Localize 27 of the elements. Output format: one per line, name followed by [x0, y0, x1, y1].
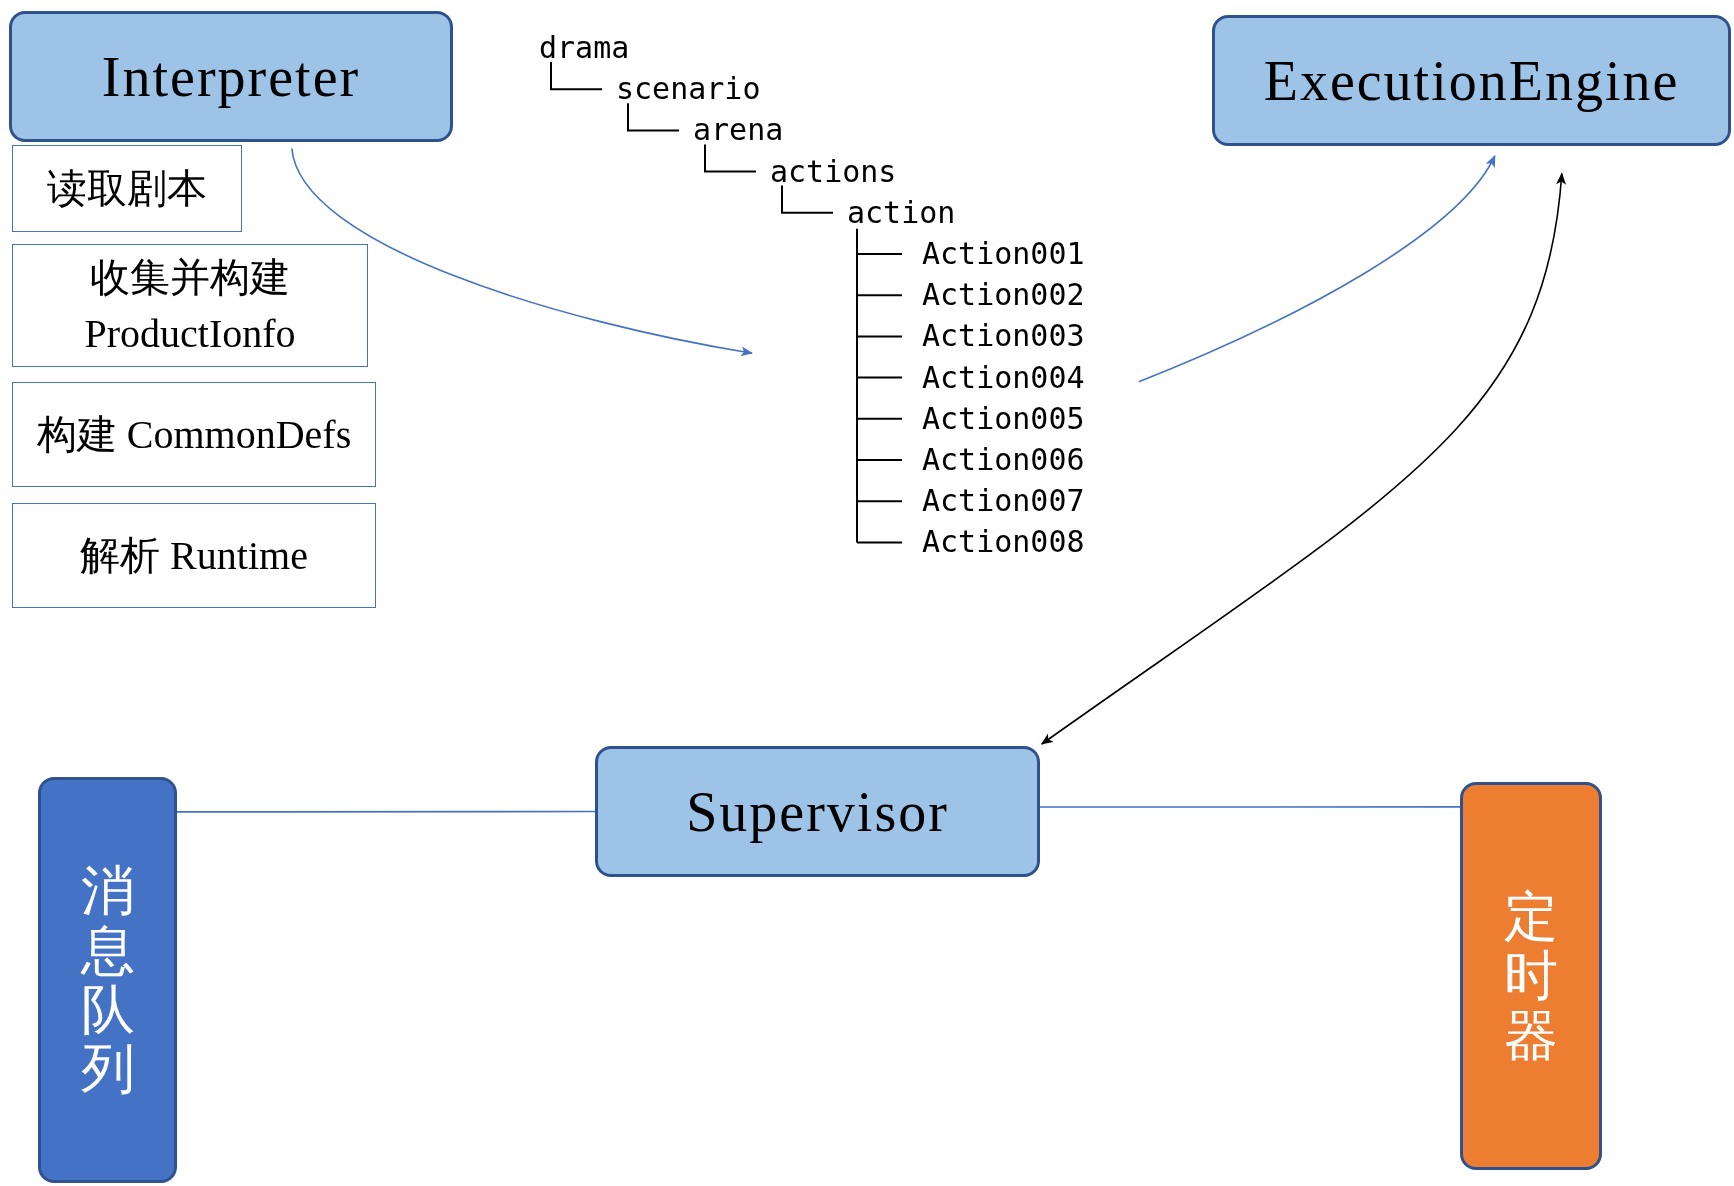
tree-item: Action006: [922, 442, 1085, 478]
engine-box: ExecutionEngine: [1212, 15, 1731, 146]
tree-item: action: [847, 194, 956, 231]
tree-item: Action001: [922, 236, 1085, 272]
tree-item: drama: [539, 30, 630, 66]
tree-item: Action005: [922, 400, 1085, 437]
step-box: 读取剧本: [12, 145, 242, 232]
tree-item: Action002: [922, 277, 1085, 314]
supervisor-box: Supervisor: [595, 746, 1040, 877]
tree-item: scenario: [616, 71, 761, 108]
tree-item: arena: [693, 112, 784, 149]
connector-line: [176, 810, 596, 813]
tree-item: actions: [770, 153, 897, 190]
step-box: 解析 Runtime: [12, 503, 376, 608]
connector-line: [1039, 806, 1461, 808]
timer-box: 定时器: [1460, 782, 1602, 1170]
tree-item: Action007: [922, 483, 1085, 520]
tree-item: Action008: [922, 524, 1085, 561]
arrow: [1138, 155, 1496, 383]
tree-item: Action004: [922, 359, 1085, 396]
arrow: [291, 147, 753, 357]
double-arrow: [1040, 172, 1566, 745]
interpreter-box: Interpreter: [9, 11, 453, 142]
step-box: 构建 CommonDefs: [12, 382, 376, 487]
tree-item: Action003: [922, 318, 1085, 355]
step-box: 收集并构建 ProductIonfo: [12, 244, 368, 367]
queue-box: 消息队列: [38, 777, 177, 1183]
